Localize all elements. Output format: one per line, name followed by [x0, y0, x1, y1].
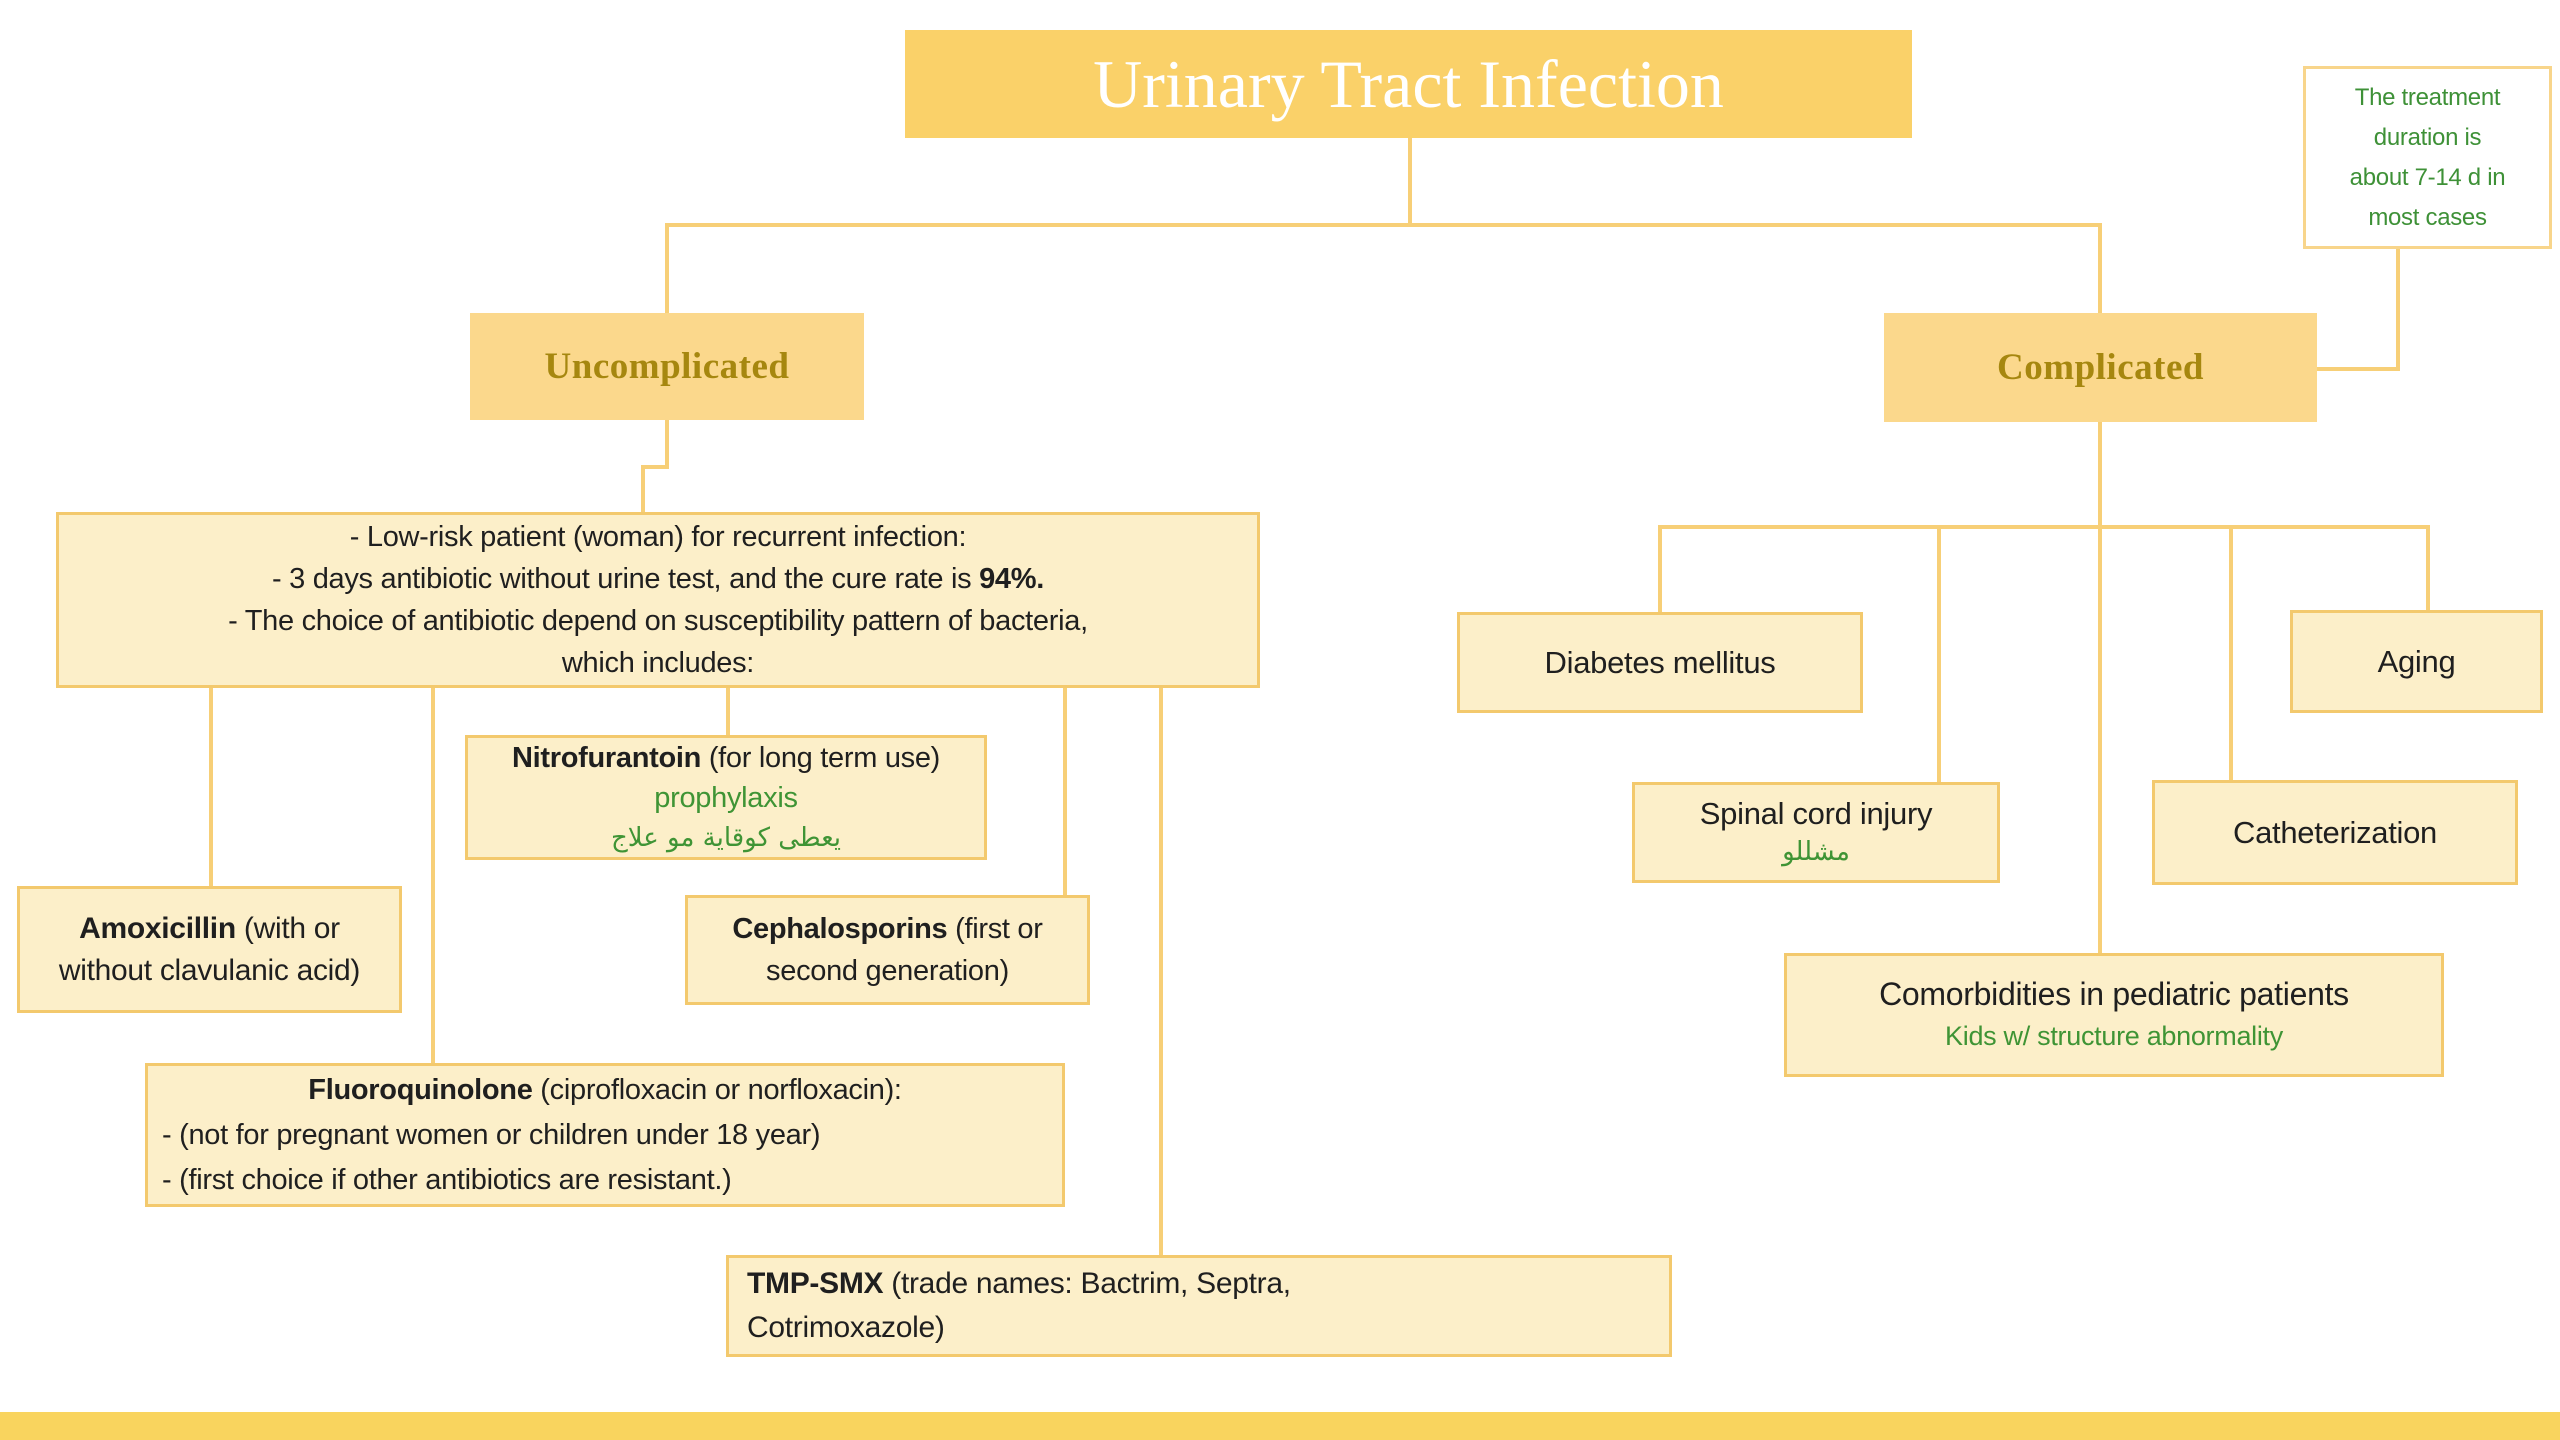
connector-note-to-complicated: [2315, 247, 2400, 371]
cephalosporins-rest: (first or second generation): [766, 913, 1043, 987]
info-line-3: - The choice of antibiotic depend on sus…: [228, 605, 1088, 637]
fluoroquinolone-bullet-1: - (not for pregnant women or children un…: [162, 1118, 821, 1151]
bottom-accent-bar: [0, 1412, 2560, 1440]
info-line-2-bold: 94%.: [979, 563, 1044, 595]
nitrofurantoin-name: Nitrofurantoin: [511, 741, 702, 774]
node-amoxicillin: Amoxicillin (with or without clavulanic …: [17, 886, 402, 1013]
fluoroquinolone-name: Fluoroquinolone: [308, 1073, 533, 1106]
branch-complicated-label: Complicated: [1997, 347, 2204, 388]
note-line: about 7-14 d in: [2349, 163, 2506, 191]
branch-uncomplicated-label: Uncomplicated: [544, 346, 790, 387]
spinal-label: Spinal cord injury: [1699, 795, 1933, 831]
node-fluoroquinolone: Fluoroquinolone (ciprofloxacin or norflo…: [145, 1063, 1065, 1207]
branch-complicated: Complicated: [1884, 313, 2317, 422]
amoxicillin-name: Amoxicillin: [79, 911, 236, 945]
info-line-1: - Low-risk patient (woman) for recurrent…: [349, 521, 967, 553]
cephalosporins-text: Cephalosporins (first or second generati…: [712, 908, 1063, 992]
amoxicillin-rest: (with or without clavulanic acid): [58, 911, 361, 987]
amoxicillin-text: Amoxicillin (with or without clavulanic …: [36, 908, 383, 992]
tmp-smx-line-2: Cotrimoxazole): [747, 1311, 945, 1344]
branch-uncomplicated: Uncomplicated: [470, 313, 864, 420]
nitrofurantoin-highlight: prophylaxis: [654, 781, 798, 814]
comorbidities-subnote: Kids w/ structure abnormality: [1945, 1021, 2283, 1051]
diagram-title-text: Urinary Tract Infection: [1093, 45, 1724, 122]
node-spinal-cord-injury: Spinal cord injury مشللو: [1632, 782, 2000, 883]
aging-label: Aging: [2377, 643, 2456, 679]
note-line: most cases: [2368, 203, 2487, 231]
node-cephalosporins: Cephalosporins (first or second generati…: [685, 895, 1090, 1005]
node-catheterization: Catheterization: [2152, 780, 2518, 885]
node-nitrofurantoin: Nitrofurantoin (for long term use) proph…: [465, 735, 987, 860]
info-line-2-text: - 3 days antibiotic without urine test, …: [272, 563, 980, 595]
node-comorbidities: Comorbidities in pediatric patients Kids…: [1784, 953, 2444, 1077]
fluoroquinolone-bullet-2: - (first choice if other antibiotics are…: [162, 1163, 732, 1196]
nitrofurantoin-text: Nitrofurantoin (for long term use) proph…: [482, 738, 970, 818]
fluoroquinolone-head: Fluoroquinolone (ciprofloxacin or norflo…: [162, 1068, 1048, 1113]
tmp-smx-name: TMP-SMX: [747, 1267, 884, 1300]
treatment-duration-note: The treatment duration is about 7-14 d i…: [2303, 66, 2552, 249]
fluoroquinolone-rest: (ciprofloxacin or norfloxacin):: [532, 1073, 902, 1106]
tmp-smx-line-1: TMP-SMX (trade names: Bactrim, Septra,: [747, 1262, 1651, 1306]
info-box-uncomplicated: - Low-risk patient (woman) for recurrent…: [56, 512, 1260, 688]
info-line-4: which includes:: [561, 647, 755, 679]
node-aging: Aging: [2290, 610, 2543, 713]
comorbidities-label: Comorbidities in pediatric patients: [1879, 976, 2349, 1012]
node-diabetes-mellitus: Diabetes mellitus: [1457, 612, 1863, 713]
note-line: duration is: [2373, 123, 2482, 151]
nitrofurantoin-rest: (for long term use): [701, 741, 941, 774]
nitrofurantoin-arabic-note: يعطى كوقاية مو علاج: [610, 822, 842, 853]
diabetes-label: Diabetes mellitus: [1544, 644, 1776, 680]
catheterization-label: Catheterization: [2232, 814, 2437, 850]
info-line-2: - 3 days antibiotic without urine test, …: [59, 558, 1257, 600]
node-tmp-smx: TMP-SMX (trade names: Bactrim, Septra, C…: [726, 1255, 1672, 1357]
tmp-smx-rest: (trade names: Bactrim, Septra,: [883, 1267, 1291, 1300]
connector-uncomplicated-to-infobox: [641, 418, 669, 514]
spinal-arabic-note: مشللو: [1782, 836, 1850, 867]
cephalosporins-name: Cephalosporins: [732, 913, 948, 945]
diagram-title: Urinary Tract Infection: [905, 30, 1912, 138]
note-line: The treatment: [2354, 83, 2501, 111]
